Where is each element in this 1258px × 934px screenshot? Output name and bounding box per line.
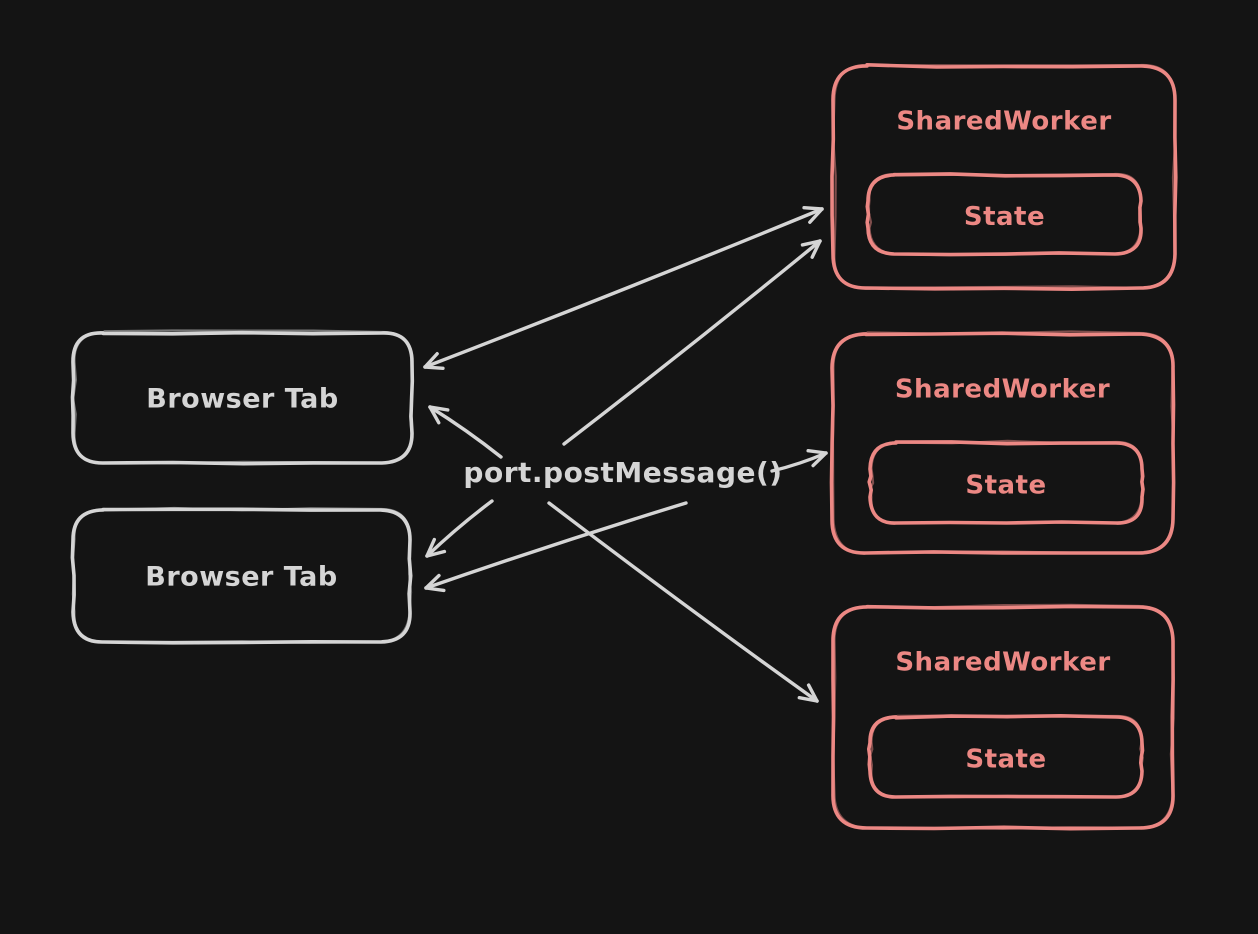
arrow-label-worker2 (770, 448, 828, 473)
arrow-shaft (770, 451, 828, 473)
box-outline-sketch (832, 603, 1175, 830)
arrowhead-line (800, 239, 822, 247)
inner-box-title: State (965, 745, 1046, 775)
arrowhead-line (808, 207, 824, 224)
node-title: SharedWorker (896, 107, 1111, 137)
box-outline-sketch (71, 506, 413, 644)
arrowhead-line (423, 352, 439, 369)
arrow-label-worker3 (547, 501, 819, 703)
box-outline-sketch (832, 63, 1177, 290)
arrow-shaft (425, 499, 494, 558)
arrowhead-line (810, 239, 822, 259)
arrow-tab1-worker1 (423, 206, 824, 370)
arrowhead-line (428, 405, 441, 425)
arrow-shaft (562, 239, 822, 446)
node-title: SharedWorker (895, 375, 1110, 405)
arrowhead-line (423, 365, 445, 370)
arrow-label-tab2-b (424, 501, 688, 593)
box-outline-sketch (869, 439, 1144, 525)
arrowhead-line (424, 586, 446, 593)
box-outline-sketch (869, 714, 1144, 799)
box-outline-sketch (72, 329, 414, 465)
arrow-shaft (428, 405, 503, 459)
arrowhead-line (802, 206, 824, 211)
node-browser-tab-1: Browser Tab (70, 329, 415, 466)
arrowhead-line (811, 451, 828, 468)
node-title: SharedWorker (895, 648, 1110, 678)
inner-box-title: State (964, 202, 1045, 232)
node-browser-tab-2: Browser Tab (70, 506, 413, 645)
box-outline-sketch (831, 330, 1175, 555)
arrowhead-line (806, 448, 828, 455)
node-title: Browser Tab (146, 384, 338, 415)
box-outline-sketch (867, 172, 1142, 257)
arrow-label-tab2-a (425, 499, 494, 558)
inner-box-title: State (965, 471, 1046, 501)
arrow-label-tab1 (428, 405, 503, 459)
arrow-label-worker1 (562, 239, 822, 446)
arrow-shaft (424, 501, 688, 590)
arrowhead-line (806, 683, 819, 703)
arrowhead-line (424, 573, 441, 590)
arrowhead-line (425, 537, 437, 558)
post-message-label: port.postMessage() (463, 456, 782, 489)
node-title: Browser Tab (145, 562, 337, 593)
arrowhead-line (428, 405, 450, 412)
arrow-shaft (423, 207, 824, 369)
arrowhead-line (797, 695, 819, 703)
arrowhead-line (425, 549, 447, 558)
arrow-shaft (547, 501, 819, 703)
